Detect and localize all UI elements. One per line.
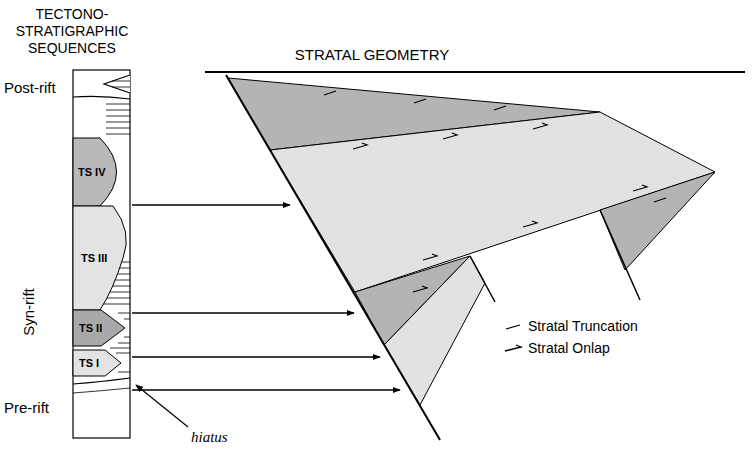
sequence-label: TS IV [78,166,106,179]
legend-samples [505,325,521,351]
sequence-column [73,70,130,438]
sequence-fill [73,138,117,206]
sequence-arrows-part [132,204,290,206]
legend-entry: Stratal Truncation [528,318,638,335]
label-slot: hiatus [191,428,228,446]
stratal-symbols-part [324,91,336,95]
sequence-column-part [73,70,130,438]
sequence-arrows-part [132,389,400,391]
label-slot: Syn-rift [20,288,38,336]
sequence-arrows-part [132,312,354,314]
sequence-fill [73,350,121,376]
stratal-geometry-part [384,256,485,405]
sequence-fill [73,310,125,346]
sequence-column-part [73,388,130,393]
stratal-symbols-part [423,254,437,260]
legend-entry: Stratal Onlap [528,340,610,357]
stratal-geometry-part [205,71,745,73]
sequence-shape: TS I [73,350,123,376]
sequence-column-part [106,104,130,134]
sequence-shape: TS III [73,206,130,310]
sequence-column-part [73,96,130,99]
stratal-symbols-part [494,106,506,110]
caption-label: hiatus [191,428,228,446]
sequence-arrows-part [136,385,188,427]
label-slot: STRATAL GEOMETRY [295,46,449,64]
label-slot: Post-rift [4,79,56,97]
sequence-label: TS III [81,252,107,265]
caption-label: Post-rift [4,79,56,97]
stratal-geometry-part [226,75,440,440]
stratal-symbols-part [414,99,426,103]
caption-label: Pre-rift [4,399,49,417]
stratal-symbols-part [633,185,647,191]
sequence-label: TS I [79,357,99,370]
stratal-symbols [324,91,666,292]
sequence-column-part [112,81,130,87]
caption-label: TECTONO- STRATIGRAPHIC SEQUENCES [5,6,139,57]
stratal-geometry-part [470,256,495,302]
sequence-column-part [104,75,130,93]
stratal-symbols-part [533,123,547,129]
sequence-shape: TS IV [73,138,129,206]
sequence-text-box: TS IV [73,138,129,206]
caption-label: STRATAL GEOMETRY [295,46,449,64]
stratal-symbols-part [413,286,427,292]
label-slot: Pre-rift [4,399,49,417]
sequence-arrows-part [132,356,380,358]
sequence-fill [73,206,126,310]
sequence-text-box: TS I [73,350,123,376]
stratal-geometry-part [600,172,715,270]
sequence-shape: TS II [73,310,127,346]
label-slot: TECTONO- STRATIGRAPHIC SEQUENCES [5,6,139,57]
phase-label: Syn-rift [20,288,38,336]
sequence-text-box: TS II [73,310,127,346]
stratal-symbols-part [523,221,537,227]
legend-samples-part [505,345,521,351]
stratal-geometry-part [600,210,640,300]
legend-text: Stratal Truncation [528,318,638,335]
stratal-symbols-part [353,143,367,149]
sequence-arrows [132,205,400,427]
stratal-geometry [205,72,745,440]
sequence-label: TS II [79,322,102,335]
sequence-text-box: TS III [73,206,130,310]
sequence-column-part [73,378,130,384]
legend-text: Stratal Onlap [528,340,610,357]
legend-samples-part [506,325,520,329]
stratal-symbols-part [443,133,457,139]
stratal-symbols-part [654,198,666,202]
